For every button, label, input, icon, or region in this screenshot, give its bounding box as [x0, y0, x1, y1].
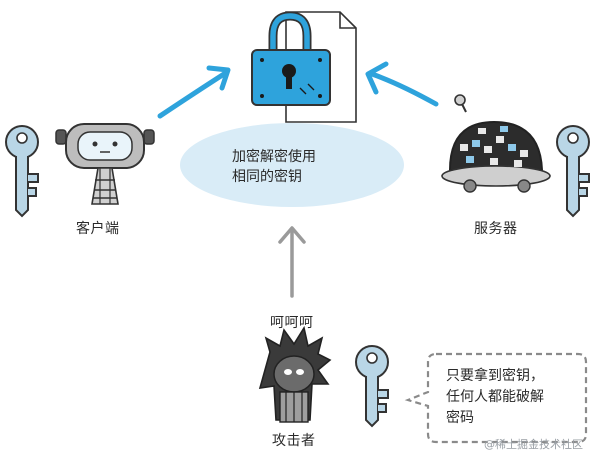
speech-bubble [404, 352, 588, 444]
client-to-lock-arrow [157, 65, 231, 119]
server-to-lock-arrow [365, 61, 439, 107]
server-icon [441, 94, 551, 193]
watermark: @稀土掘金技术社区 [484, 438, 583, 451]
speech-bubble-line3: 密码 [446, 410, 474, 426]
key-icon [556, 125, 590, 218]
key-icon [355, 345, 389, 428]
attacker-arrow [278, 226, 306, 298]
attacker-label: 攻击者 [272, 433, 316, 449]
shared-key-note: 加密解密使用 相同的密钥 [232, 147, 372, 187]
shared-key-note-line1: 加密解密使用 [232, 149, 316, 165]
speech-bubble-line2: 任何人都能破解 [446, 389, 544, 405]
shared-key-note-line2: 相同的密钥 [232, 169, 302, 185]
padlock-icon [251, 11, 331, 106]
server-label: 服务器 [474, 221, 518, 237]
robot-icon [55, 123, 155, 205]
speech-bubble-line1: 只要拿到密钥， [446, 368, 544, 384]
attacker-icon [258, 325, 332, 423]
key-icon [5, 125, 39, 218]
laugh-label: 呵呵呵 [270, 315, 314, 331]
shared-key-ellipse [180, 123, 404, 207]
speech-bubble-text: 只要拿到密钥， 任何人都能破解 密码 [446, 366, 586, 429]
client-label: 客户端 [76, 221, 120, 237]
